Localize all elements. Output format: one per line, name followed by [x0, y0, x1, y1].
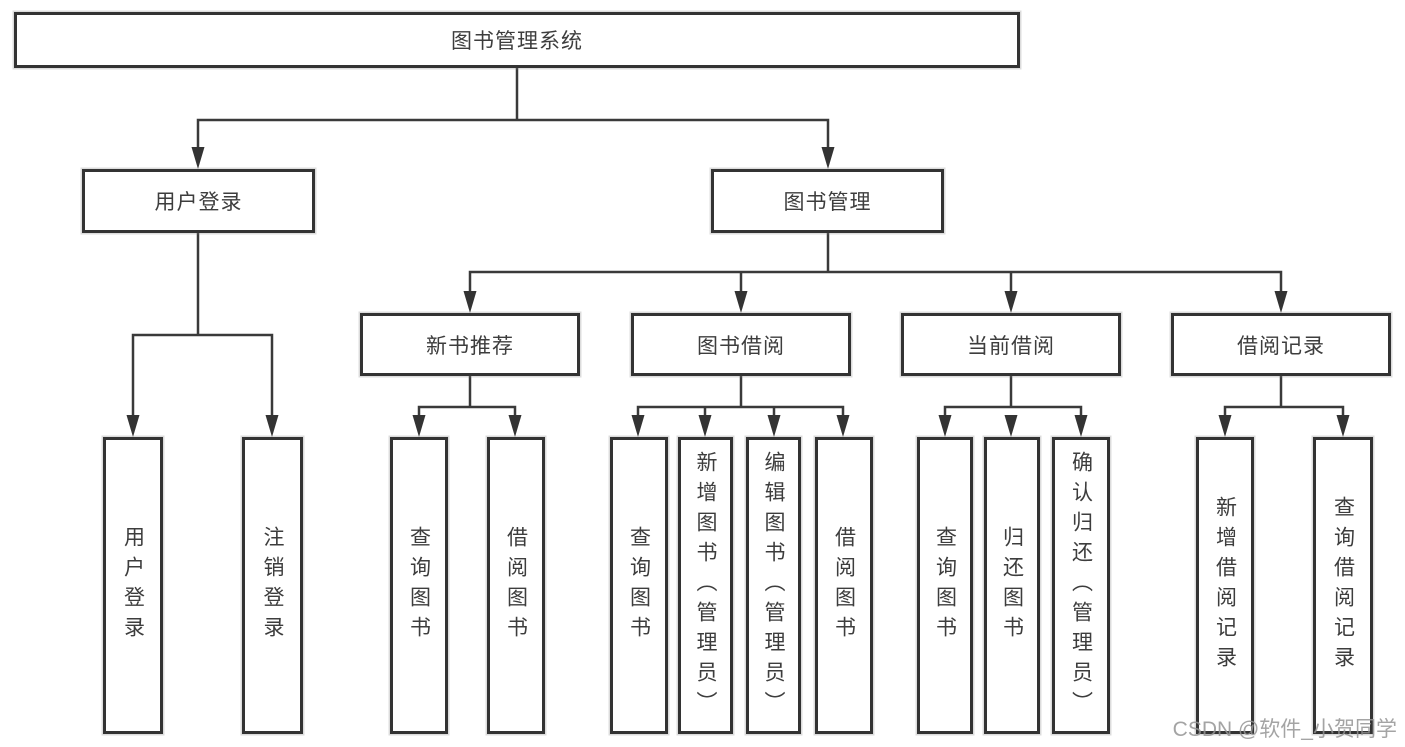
leaf-label: 借阅图书: [504, 525, 528, 646]
node-book-borrowing: 图书借阅: [631, 313, 851, 376]
node-borrowing-records: 借阅记录: [1171, 313, 1391, 376]
leaf-return-books: 归还图书: [984, 437, 1040, 734]
leaf-query-books: 查询图书: [917, 437, 973, 734]
leaf-logout: 注销登录: [242, 437, 303, 734]
node-book-management-branch: 图书管理: [711, 169, 944, 233]
leaf-confirm-return-admin: 确认归还（管理员）: [1052, 437, 1110, 734]
node-label: 新书推荐: [426, 334, 514, 358]
leaf-query-books: 查询图书: [610, 437, 668, 734]
node-user-login-branch: 用户登录: [82, 169, 315, 233]
leaf-query-books: 查询图书: [390, 437, 448, 734]
node-label: 图书管理: [783, 191, 872, 214]
leaf-label: 用户登录: [121, 525, 145, 646]
leaf-label: 查询图书: [627, 525, 651, 646]
leaf-label: 查询图书: [407, 525, 431, 646]
csdn-watermark: CSDN @软件_小贺同学: [1172, 718, 1397, 741]
node-label: 用户登录: [154, 191, 243, 214]
leaf-query-borrow-record: 查询借阅记录: [1313, 437, 1373, 734]
node-new-book-recommend: 新书推荐: [360, 313, 580, 376]
leaf-label: 确认归还（管理员）: [1069, 450, 1093, 721]
leaf-borrow-books: 借阅图书: [815, 437, 873, 734]
leaf-label: 归还图书: [1000, 525, 1024, 646]
leaf-label: 借阅图书: [832, 525, 856, 646]
node-label: 当前借阅: [967, 334, 1055, 358]
leaf-add-books-admin: 新增图书（管理员）: [678, 437, 733, 734]
leaf-add-borrow-record: 新增借阅记录: [1196, 437, 1254, 734]
node-label: 借阅记录: [1237, 334, 1325, 358]
node-label: 图书借阅: [697, 334, 785, 358]
node-library-management-system: 图书管理系统: [14, 12, 1020, 68]
node-label: 图书管理系统: [451, 30, 583, 53]
leaf-label: 查询图书: [933, 525, 957, 646]
node-current-borrowing: 当前借阅: [901, 313, 1121, 376]
leaf-user-login: 用户登录: [103, 437, 163, 734]
leaf-borrow-books: 借阅图书: [487, 437, 545, 734]
leaf-label: 新增借阅记录: [1213, 495, 1237, 676]
leaf-edit-books-admin: 编辑图书（管理员）: [746, 437, 801, 734]
leaf-label: 查询借阅记录: [1331, 495, 1355, 676]
leaf-label: 注销登录: [261, 525, 284, 646]
leaf-label: 新增图书（管理员）: [694, 450, 717, 721]
leaf-label: 编辑图书（管理员）: [762, 450, 785, 721]
